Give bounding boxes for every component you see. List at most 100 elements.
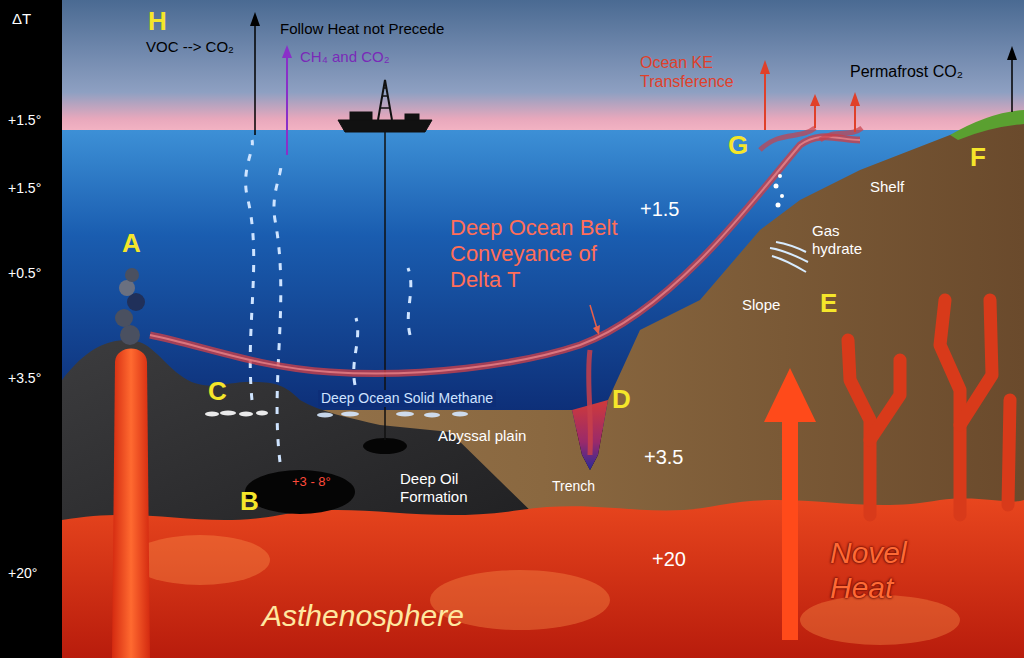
region-label: Abyssal plain bbox=[438, 427, 526, 445]
smoke-puff bbox=[115, 309, 133, 327]
seafloor bbox=[62, 120, 1024, 658]
callout-letter: H bbox=[148, 6, 167, 37]
region-label: Trench bbox=[552, 478, 595, 495]
annotation-text: Follow Heat not Precede bbox=[280, 20, 444, 38]
heat-plume bbox=[760, 128, 862, 150]
derrick bbox=[378, 80, 392, 120]
heat-label: Novel Heat bbox=[830, 535, 962, 606]
methane-dash bbox=[452, 412, 468, 417]
leader-arrowhead bbox=[593, 325, 600, 335]
annotation-text: Permafrost CO₂ bbox=[850, 63, 963, 82]
hydrate-bubbles bbox=[774, 174, 785, 208]
bubble bbox=[778, 174, 782, 178]
arrowhead bbox=[250, 12, 260, 26]
callout-letter: E bbox=[820, 288, 837, 319]
callout-letter: F bbox=[970, 142, 986, 173]
heat-belt bbox=[150, 137, 860, 374]
methane-dash bbox=[424, 413, 440, 418]
asthenosphere bbox=[62, 499, 1024, 658]
vein bbox=[940, 300, 960, 515]
glow bbox=[130, 535, 270, 585]
annotation-text: VOC --> CO₂ bbox=[146, 38, 234, 56]
axis-value: +1.5° bbox=[8, 180, 41, 197]
region-label: Deep Oil Formation bbox=[400, 470, 495, 505]
gas-hydrate bbox=[770, 242, 808, 272]
gas-bubbles bbox=[246, 140, 411, 462]
vein bbox=[960, 300, 992, 425]
methane-dash bbox=[205, 412, 219, 417]
vein bbox=[870, 360, 900, 440]
callout-letter: G bbox=[728, 130, 748, 161]
arrow-shaft bbox=[254, 24, 256, 135]
temperature-value: +20 bbox=[652, 548, 686, 572]
axis-value: +0.5° bbox=[8, 265, 41, 282]
arrowhead bbox=[850, 92, 860, 106]
arrowhead bbox=[282, 45, 292, 58]
heat-arrow bbox=[764, 368, 816, 640]
region-label: Asthenosphere bbox=[262, 598, 464, 633]
vein bbox=[848, 340, 870, 515]
smoke-puff bbox=[119, 280, 135, 296]
annotation-text: CH₄ and CO₂ bbox=[300, 48, 389, 66]
axis-strip bbox=[0, 0, 62, 658]
region-label: Shelf bbox=[870, 178, 904, 196]
axis-title: ΔT bbox=[12, 10, 31, 28]
arrow-shaft bbox=[814, 104, 816, 128]
arrow-shaft bbox=[854, 104, 856, 132]
arrowhead bbox=[810, 94, 820, 106]
methane-dash bbox=[220, 411, 236, 416]
temperature-value: +1.5 bbox=[640, 198, 679, 222]
methane-dash bbox=[256, 411, 268, 416]
bubble-trail bbox=[408, 268, 411, 335]
arrow-shaft bbox=[286, 56, 288, 155]
heat-belt bbox=[589, 350, 591, 455]
sky bbox=[62, 0, 1024, 132]
vein bbox=[1008, 400, 1010, 505]
volcanic-smoke bbox=[115, 268, 145, 345]
oil-reservoir bbox=[245, 470, 355, 514]
drill-ship bbox=[338, 80, 432, 132]
bubble bbox=[780, 194, 784, 198]
oil-reservoir bbox=[363, 438, 407, 454]
arrowhead bbox=[1007, 46, 1017, 60]
methane-deposit bbox=[317, 412, 468, 418]
methane-dash bbox=[317, 413, 333, 418]
emission-arrows bbox=[250, 12, 1017, 155]
smoke-puff bbox=[127, 293, 145, 311]
arrowhead bbox=[760, 60, 770, 74]
callout-letter: C bbox=[208, 376, 227, 407]
temperature-value: +3 - 8° bbox=[292, 474, 331, 489]
region-label: Deep Ocean Solid Methane bbox=[318, 390, 496, 407]
smoke-puff bbox=[120, 325, 140, 345]
heat-belt bbox=[150, 137, 860, 374]
heat-veins bbox=[848, 300, 1010, 515]
volcanic-plume bbox=[112, 349, 150, 658]
land-vegetation bbox=[950, 110, 1024, 140]
axis-value: +1.5° bbox=[8, 112, 41, 129]
conveyor-belt bbox=[150, 128, 862, 455]
ship-cabin bbox=[405, 114, 419, 120]
region-label: Slope bbox=[742, 296, 780, 314]
callout-letter: D bbox=[612, 384, 631, 415]
callout-letter: A bbox=[122, 228, 141, 259]
axis-value: +3.5° bbox=[8, 370, 41, 387]
methane-dash bbox=[341, 412, 359, 417]
methane-dash bbox=[239, 412, 253, 417]
axis-value: +20° bbox=[8, 565, 37, 582]
callout-letter: B bbox=[240, 486, 259, 517]
hydrate-layer bbox=[776, 242, 806, 252]
annotation-text: Deep Ocean Belt Conveyance of Delta T bbox=[450, 215, 622, 293]
methane-dash bbox=[396, 412, 414, 417]
bubble bbox=[776, 203, 781, 208]
region-label: Gas hydrate bbox=[812, 222, 874, 257]
temperature-value: +3.5 bbox=[644, 446, 683, 470]
bubble-trail bbox=[274, 160, 281, 462]
bubble bbox=[774, 184, 779, 189]
ship-cabin bbox=[350, 112, 372, 120]
derrick bbox=[380, 88, 390, 108]
smoke-puff bbox=[125, 268, 139, 282]
hydrate-layer bbox=[772, 256, 806, 272]
annotation-text: Ocean KE Transference bbox=[640, 54, 752, 92]
arrow-shaft bbox=[764, 72, 766, 130]
